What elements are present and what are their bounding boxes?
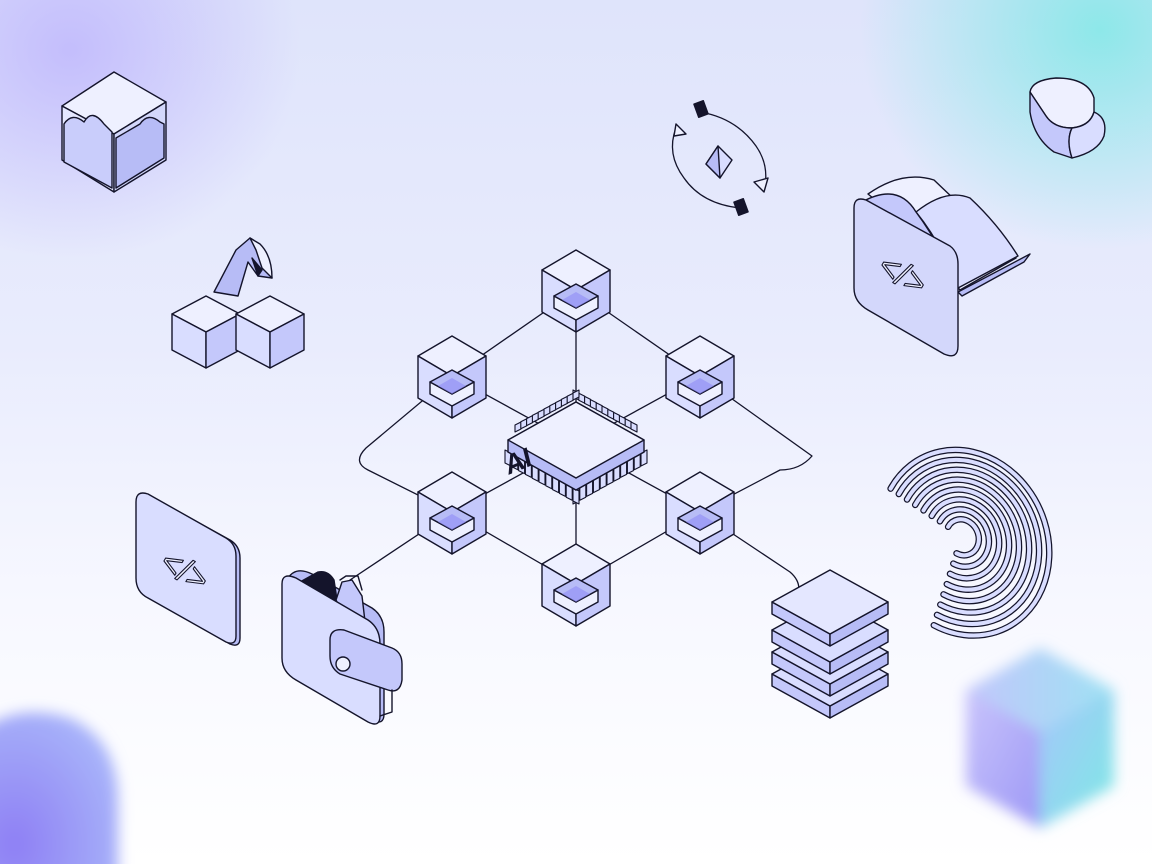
database-layers-icon <box>771 569 889 719</box>
ethereum-swap-icon <box>671 100 769 216</box>
robot-arm-blocks-icon <box>171 237 305 369</box>
code-card-icon: </> <box>135 492 241 646</box>
node-cube <box>665 335 735 419</box>
fingerprint-icon <box>887 446 1053 639</box>
node-cube <box>417 471 487 555</box>
code-book-icon: </> <box>853 176 1031 357</box>
capsule-shape-icon <box>1029 77 1106 159</box>
node-cube <box>417 335 487 419</box>
blurred-blob-bottom-left <box>0 712 118 864</box>
gradient-cube-icon <box>966 648 1114 828</box>
node-cube <box>541 249 611 333</box>
node-cube <box>541 543 611 627</box>
network-nodes <box>417 249 735 627</box>
node-cube <box>665 471 735 555</box>
database-layer <box>771 569 889 647</box>
ai-chip: AI <box>502 389 648 505</box>
cloud-cube-icon <box>61 71 167 193</box>
wallet-icon <box>281 570 403 725</box>
